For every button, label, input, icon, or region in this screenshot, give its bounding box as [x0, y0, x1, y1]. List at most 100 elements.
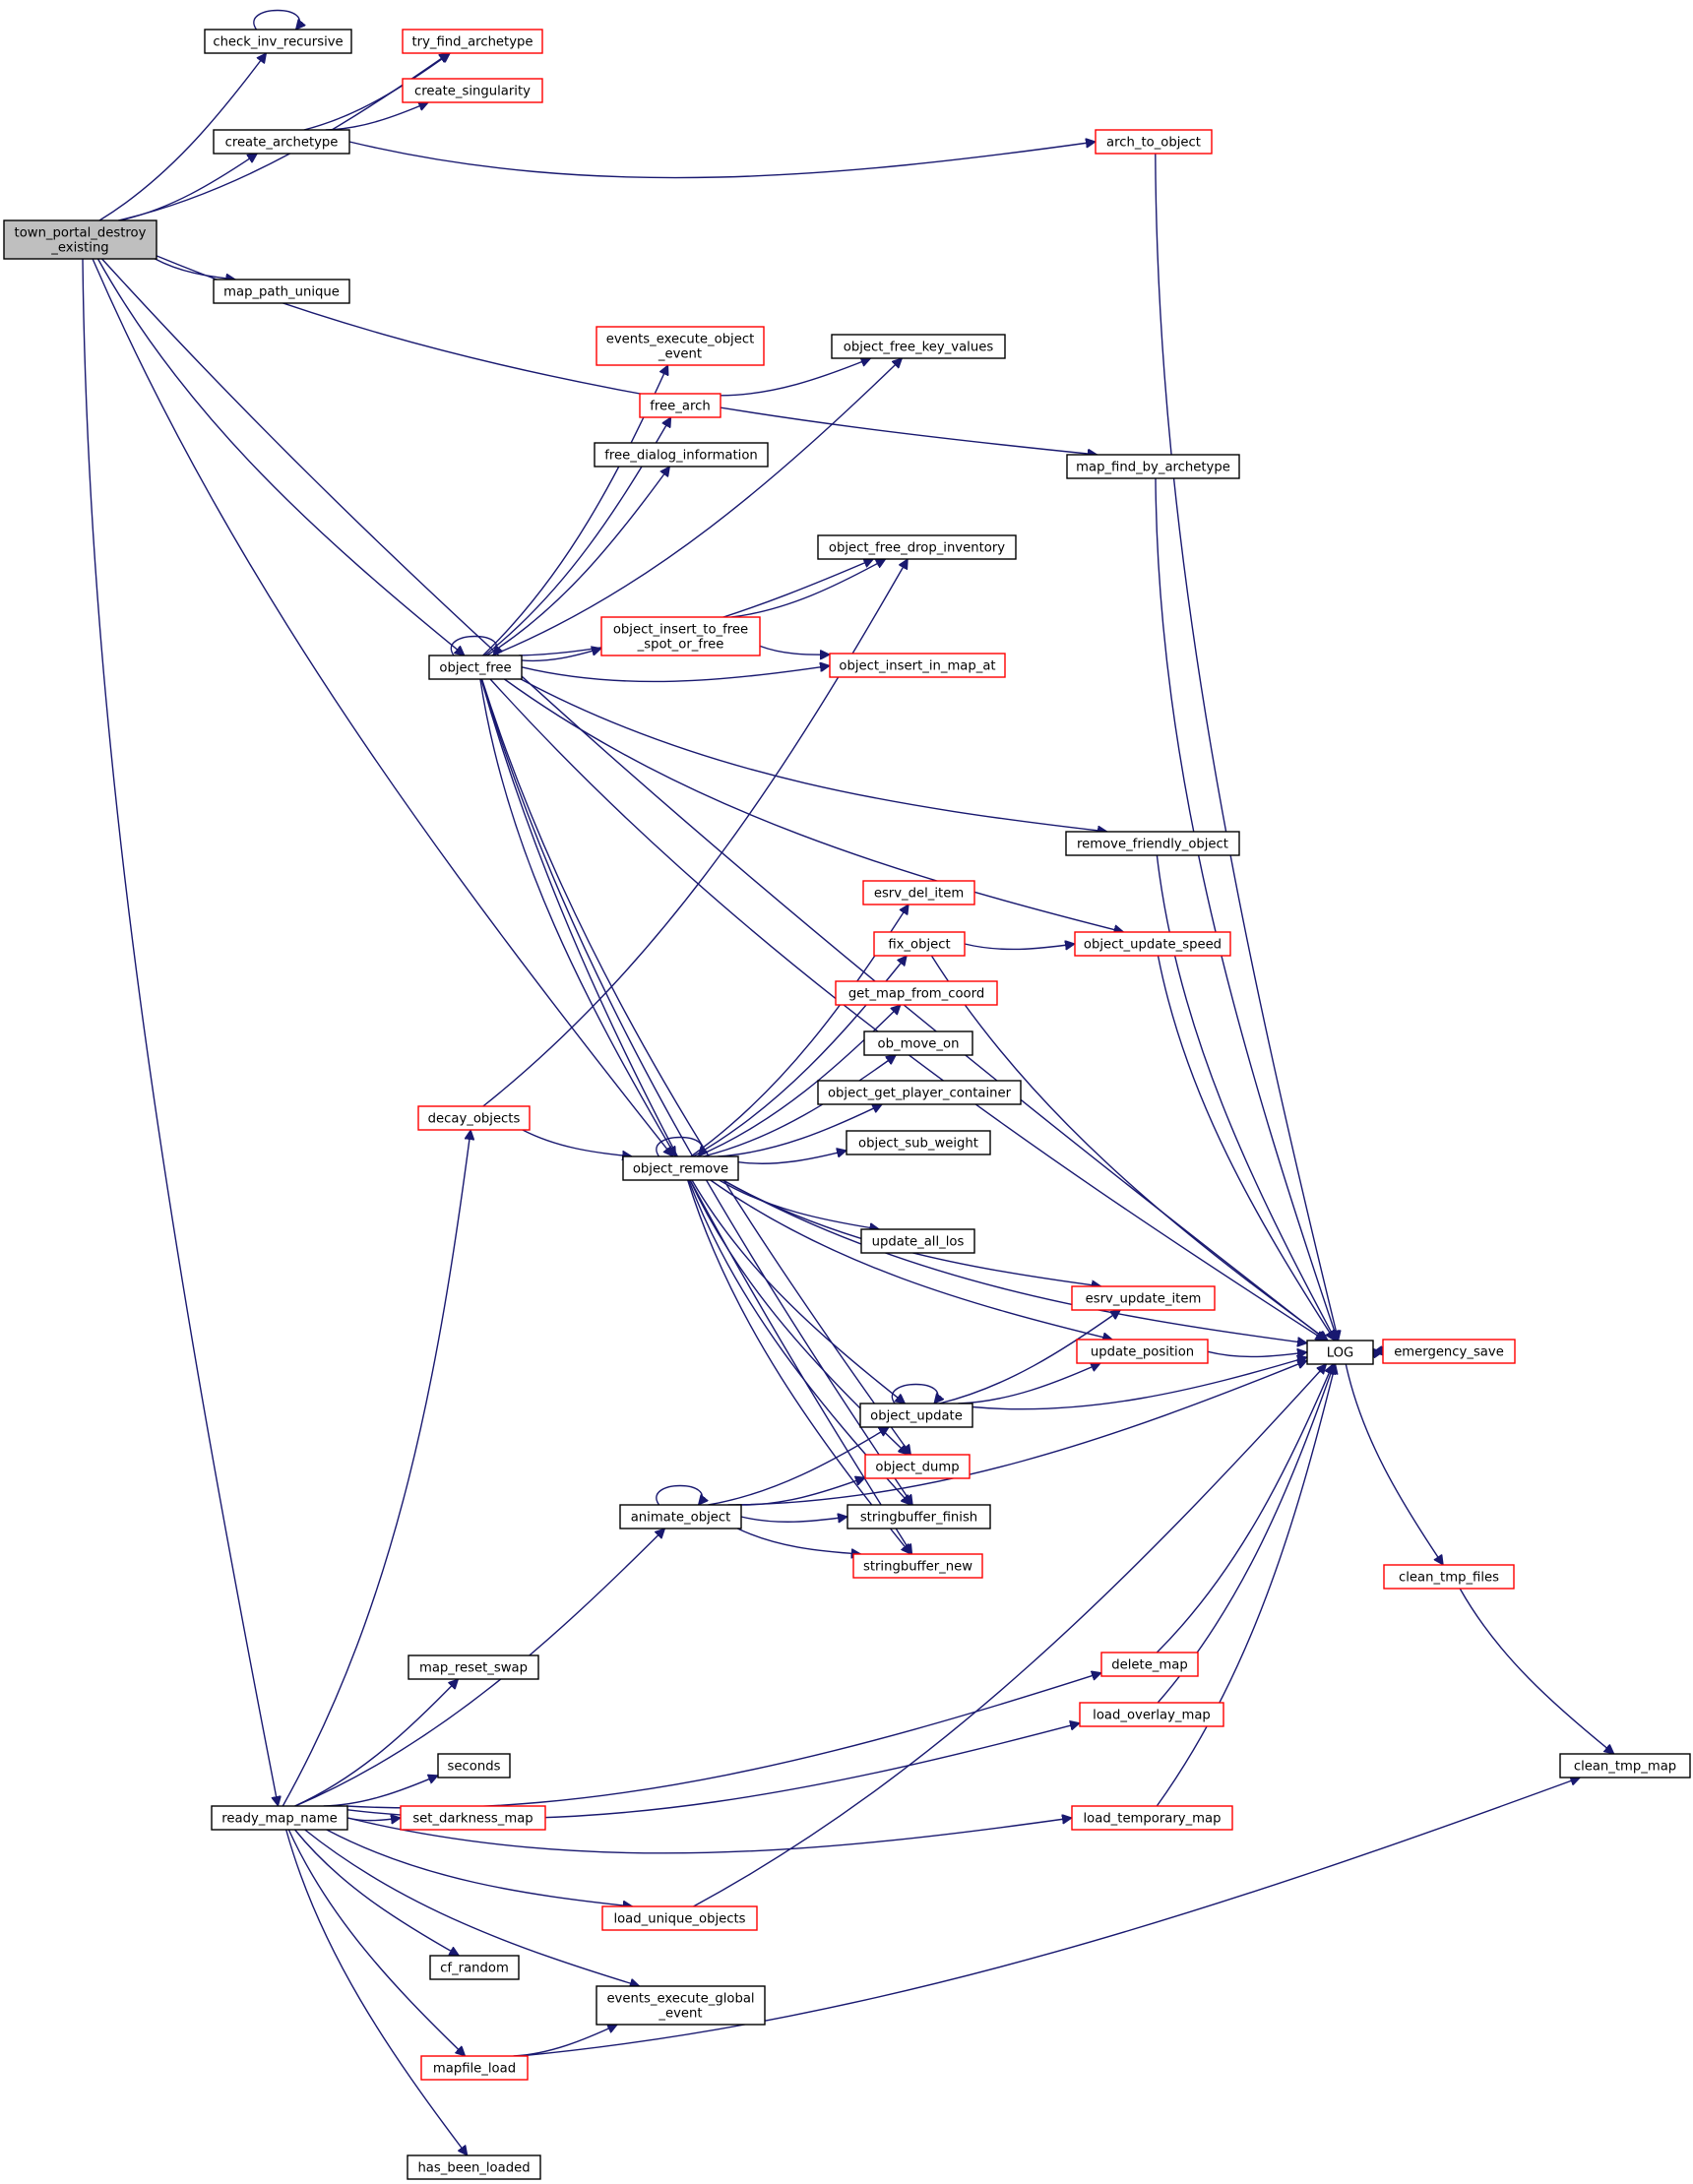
- node-events-execute-global-event[interactable]: events_execute_global_event: [596, 1985, 766, 2026]
- node-mapfile-load[interactable]: mapfile_load: [420, 2055, 529, 2081]
- edge-arrow: [519, 1778, 1581, 2057]
- node-object-remove[interactable]: object_remove: [622, 1155, 739, 1181]
- node-load-unique-objects[interactable]: load_unique_objects: [601, 1905, 758, 1931]
- node-has-been-loaded[interactable]: has_been_loaded: [407, 2154, 541, 2180]
- edge-clean_tmp_files-to-clean_tmp_map: [1459, 1588, 1614, 1754]
- edge-arrow: [891, 1383, 938, 1404]
- node-map-find-by-archetype[interactable]: map_find_by_archetype: [1066, 454, 1240, 479]
- node-free-arch[interactable]: free_arch: [639, 393, 721, 418]
- edge-arrow: [491, 358, 903, 656]
- node-set-darkness-map[interactable]: set_darkness_map: [400, 1805, 546, 1831]
- node-object-free-key-values[interactable]: object_free_key_values: [831, 334, 1006, 359]
- edge-arrow: [521, 649, 601, 662]
- node-seconds[interactable]: seconds: [437, 1753, 511, 1778]
- edge-town_portal_destroy_existing-to-object_free: [96, 258, 465, 655]
- node-delete-map[interactable]: delete_map: [1100, 1652, 1199, 1677]
- node-emergency-save[interactable]: emergency_save: [1382, 1339, 1516, 1364]
- edge-arrow: [708, 1426, 889, 1506]
- node-label: ob_move_on: [878, 1037, 960, 1052]
- node-label: remove_friendly_object: [1077, 838, 1228, 852]
- node-box: [846, 1504, 991, 1529]
- node-label: load_temporary_map: [1084, 1812, 1222, 1827]
- edge-animate_object-to-stringbuffer_finish: [740, 1517, 847, 1522]
- node-get-map-from-coord[interactable]: get_map_from_coord: [835, 980, 998, 1006]
- node-box: [1076, 1339, 1209, 1364]
- edge-arrow: [82, 258, 279, 1806]
- node-map-path-unique[interactable]: map_path_unique: [213, 279, 350, 304]
- node-LOG[interactable]: LOG: [1306, 1340, 1374, 1365]
- node-animate-object[interactable]: animate_object: [619, 1504, 742, 1529]
- node-object-update-speed[interactable]: object_update_speed: [1074, 931, 1231, 957]
- node-box: [408, 1654, 539, 1680]
- edge-object_free-to-stringbuffer_finish: [480, 678, 912, 1505]
- node-object-free-drop-inventory[interactable]: object_free_drop_inventory: [817, 534, 1017, 560]
- node-town-portal-destroy-existing[interactable]: town_portal_destroy_existing: [3, 219, 157, 260]
- node-object-insert-to-free-spot-or-free[interactable]: object_insert_to_free_spot_or_free: [600, 616, 761, 656]
- node-update-position[interactable]: update_position: [1076, 1339, 1209, 1364]
- node-fix-object[interactable]: fix_object: [873, 931, 966, 957]
- edge-update_position-to-LOG: [1207, 1351, 1307, 1356]
- edge-object_remove-to-object_update: [691, 1179, 906, 1404]
- node-ob-move-on[interactable]: ob_move_on: [863, 1030, 973, 1056]
- node-object-insert-in-map-at[interactable]: object_insert_in_map_at: [829, 653, 1006, 678]
- node-object-get-player-container[interactable]: object_get_player_container: [817, 1080, 1022, 1105]
- node-object-dump[interactable]: object_dump: [864, 1454, 971, 1479]
- node-box: [1100, 1652, 1199, 1677]
- node-cf-random[interactable]: cf_random: [429, 1955, 520, 1980]
- node-object-sub-weight[interactable]: object_sub_weight: [846, 1130, 991, 1155]
- edge-arrow: [294, 1679, 459, 1807]
- edge-arch_to_object-to-LOG: [1155, 153, 1339, 1341]
- node-check-inv-recursive[interactable]: check_inv_recursive: [204, 29, 352, 54]
- edge-arrow: [287, 1829, 465, 2056]
- edge-town_portal_destroy_existing-to-object_remove: [92, 258, 673, 1156]
- edge-ready_map_name-to-seconds: [323, 1776, 438, 1807]
- node-clean-tmp-files[interactable]: clean_tmp_files: [1383, 1564, 1515, 1590]
- node-box: [1074, 931, 1231, 957]
- node-create-archetype[interactable]: create_archetype: [213, 129, 350, 155]
- node-esrv-update-item[interactable]: esrv_update_item: [1071, 1285, 1216, 1311]
- edge-mapfile_load-to-clean_tmp_map: [519, 1778, 1581, 2057]
- node-load-overlay-map[interactable]: load_overlay_map: [1079, 1702, 1224, 1727]
- edge-town_portal_destroy_existing-to-map_find_by_archetype: [156, 255, 1097, 455]
- node-stringbuffer-new[interactable]: stringbuffer_new: [852, 1553, 983, 1579]
- node-label: update_position: [1091, 1345, 1194, 1360]
- edge-arrow: [285, 1829, 468, 2155]
- node-create-singularity[interactable]: create_singularity: [402, 78, 543, 103]
- node-label: try_find_archetype: [411, 35, 533, 50]
- node-load-temporary-map[interactable]: load_temporary_map: [1071, 1805, 1233, 1831]
- node-events-execute-object-event[interactable]: events_execute_object_event: [596, 326, 765, 366]
- node-decay-objects[interactable]: decay_objects: [417, 1105, 531, 1131]
- edge-arrow: [119, 154, 258, 221]
- node-remove-friendly-object[interactable]: remove_friendly_object: [1065, 831, 1240, 856]
- edge-decay_objects-to-object_remove: [522, 1129, 632, 1156]
- node-free-dialog-information[interactable]: free_dialog_information: [594, 442, 769, 468]
- edge-arrow: [1156, 854, 1337, 1341]
- node-label: map_reset_swap: [419, 1661, 528, 1676]
- node-label: object_sub_weight: [858, 1137, 978, 1152]
- node-label: create_archetype: [225, 136, 339, 151]
- node-update-all-los[interactable]: update_all_los: [860, 1228, 975, 1254]
- node-clean-tmp-map[interactable]: clean_tmp_map: [1559, 1753, 1691, 1778]
- node-object-free[interactable]: object_free: [428, 655, 523, 680]
- edge-arrow: [703, 1055, 896, 1157]
- node-box: [596, 326, 765, 366]
- edge-arrow: [1157, 955, 1336, 1341]
- edge-object_remove-to-object_get_player_container: [718, 1104, 882, 1157]
- edge-load_temporary_map-to-LOG: [1156, 1364, 1335, 1807]
- edge-arrow: [1345, 1363, 1443, 1565]
- edge-object_insert_to_free_spot_or_free-to-object_insert_in_map_at: [759, 645, 830, 655]
- node-label: animate_object: [631, 1511, 731, 1526]
- node-box: [417, 1105, 531, 1131]
- node-map-reset-swap[interactable]: map_reset_swap: [408, 1654, 539, 1680]
- node-label: clean_tmp_map: [1574, 1760, 1676, 1775]
- edge-arrow: [710, 1179, 1112, 1340]
- node-esrv-del-item[interactable]: esrv_del_item: [862, 880, 975, 905]
- node-arch-to-object[interactable]: arch_to_object: [1095, 129, 1213, 155]
- node-label: update_all_los: [872, 1235, 965, 1250]
- node-ready-map-name[interactable]: ready_map_name: [211, 1805, 348, 1831]
- node-object-update[interactable]: object_update: [859, 1403, 973, 1428]
- edge-arrow: [696, 1005, 901, 1157]
- node-try-find-archetype[interactable]: try_find_archetype: [402, 29, 543, 54]
- node-box: [1066, 454, 1240, 479]
- node-stringbuffer-finish[interactable]: stringbuffer_finish: [846, 1504, 991, 1529]
